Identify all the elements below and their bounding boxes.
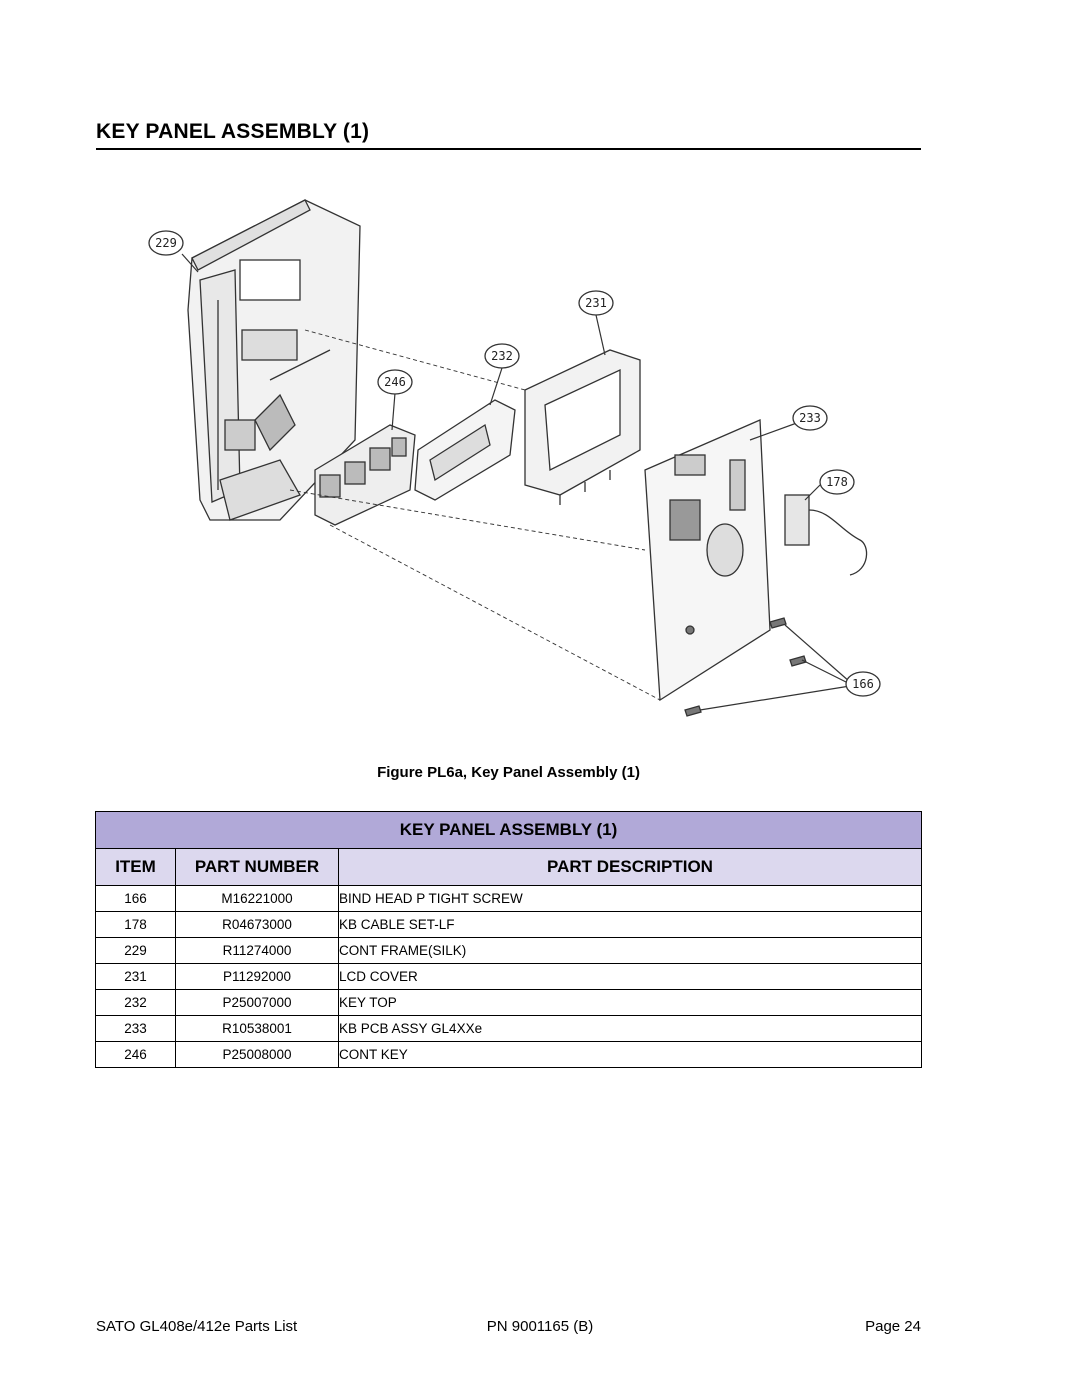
svg-text:233: 233 [799, 411, 821, 425]
cont-key-part [314, 424, 416, 526]
table-header-row: ITEM PART NUMBER PART DESCRIPTION [95, 848, 923, 886]
footer-page-number: Page 24 [865, 1318, 921, 1335]
item-cell: 178 [95, 911, 176, 938]
header-item: ITEM [95, 848, 176, 886]
svg-text:232: 232 [491, 349, 513, 363]
callout-233: 233 [792, 405, 828, 431]
table-row: 178 R04673000 KB CABLE SET-LF [95, 911, 923, 938]
table-row: 232 P25007000 KEY TOP [95, 989, 923, 1016]
description-cell: CONT FRAME(SILK) [337, 937, 923, 964]
key-top-part [414, 399, 516, 501]
callout-232: 232 [484, 343, 520, 369]
kb-cable-part [784, 494, 868, 576]
part-number-cell: R11274000 [175, 937, 339, 964]
part-number-cell: P25007000 [175, 989, 339, 1016]
svg-text:231: 231 [585, 296, 607, 310]
exploded-view-diagram: 229 231 232 246 233 178 166 [130, 190, 930, 730]
description-cell: KB PCB ASSY GL4XXe [337, 1015, 923, 1042]
header-part-description: PART DESCRIPTION [337, 848, 923, 886]
cont-frame-part [187, 199, 361, 521]
table-row: 246 P25008000 CONT KEY [95, 1041, 923, 1068]
description-cell: BIND HEAD P TIGHT SCREW [337, 885, 923, 912]
description-cell: KEY TOP [337, 989, 923, 1016]
description-cell: KB CABLE SET-LF [337, 911, 923, 938]
lcd-cover-part [524, 349, 641, 505]
figure-caption: Figure PL6a, Key Panel Assembly (1) [377, 764, 640, 781]
item-cell: 246 [95, 1041, 176, 1068]
description-cell: LCD COVER [337, 963, 923, 990]
callout-231: 231 [578, 290, 614, 316]
svg-text:178: 178 [826, 475, 848, 489]
item-cell: 233 [95, 1015, 176, 1042]
callout-229: 229 [148, 230, 184, 256]
item-cell: 229 [95, 937, 176, 964]
header-part-number: PART NUMBER [175, 848, 339, 886]
page-title: KEY PANEL ASSEMBLY (1) [96, 120, 921, 150]
description-cell: CONT KEY [337, 1041, 923, 1068]
item-cell: 166 [95, 885, 176, 912]
footer-doc-title: SATO GL408e/412e Parts List [96, 1318, 298, 1335]
table-title: KEY PANEL ASSEMBLY (1) [94, 811, 923, 849]
svg-text:166: 166 [852, 677, 874, 691]
kb-pcb-part [644, 419, 771, 702]
part-number-cell: P11292000 [175, 963, 339, 990]
table-row: 166 M16221000 BIND HEAD P TIGHT SCREW [95, 885, 923, 912]
part-number-cell: R10538001 [175, 1015, 339, 1042]
parts-table: KEY PANEL ASSEMBLY (1) ITEM PART NUMBER … [94, 811, 923, 1068]
svg-text:229: 229 [155, 236, 177, 250]
callout-178: 178 [819, 469, 855, 495]
item-cell: 231 [95, 963, 176, 990]
footer-part-number: PN 9001165 (B) [486, 1318, 594, 1335]
table-title-row: KEY PANEL ASSEMBLY (1) [94, 811, 923, 849]
table-row: 231 P11292000 LCD COVER [95, 963, 923, 990]
part-number-cell: P25008000 [175, 1041, 339, 1068]
part-number-cell: M16221000 [175, 885, 339, 912]
item-cell: 232 [95, 989, 176, 1016]
callout-246: 246 [377, 369, 413, 395]
part-number-cell: R04673000 [175, 911, 339, 938]
table-row: 229 R11274000 CONT FRAME(SILK) [95, 937, 923, 964]
callout-166: 166 [845, 671, 881, 697]
table-row: 233 R10538001 KB PCB ASSY GL4XXe [95, 1015, 923, 1042]
svg-text:246: 246 [384, 375, 406, 389]
screws-part [684, 617, 807, 717]
